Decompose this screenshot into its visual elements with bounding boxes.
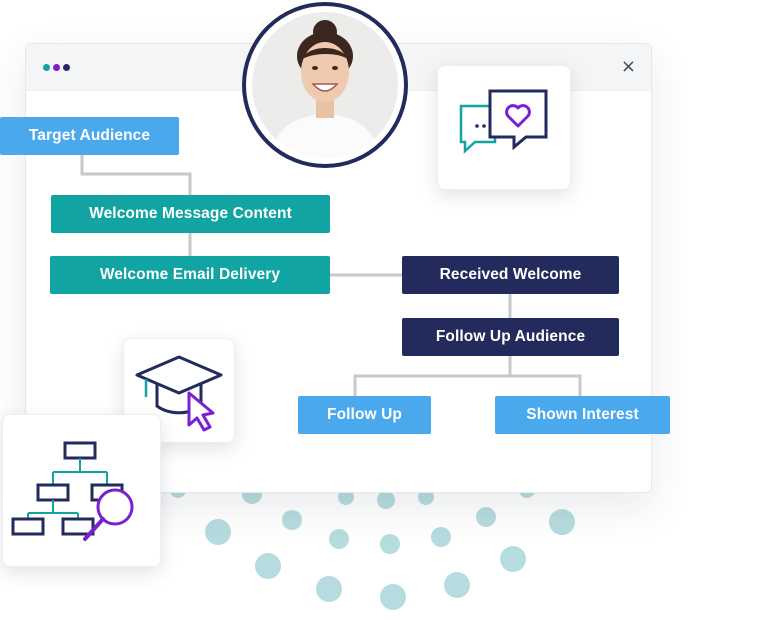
woman-portrait-icon xyxy=(252,12,398,158)
window-dot-purple xyxy=(53,64,60,71)
node-welcome-message-content[interactable]: Welcome Message Content xyxy=(51,195,330,233)
avatar xyxy=(242,2,408,168)
node-target-audience[interactable]: Target Audience xyxy=(0,117,179,155)
node-welcome-email-delivery[interactable]: Welcome Email Delivery xyxy=(50,256,330,294)
node-follow-up-audience[interactable]: Follow Up Audience xyxy=(402,318,619,356)
node-follow-up[interactable]: Follow Up xyxy=(298,396,431,434)
node-shown-interest[interactable]: Shown Interest xyxy=(495,396,670,434)
window-dot-teal xyxy=(43,64,50,71)
connector-branch xyxy=(353,374,582,397)
chat-bubbles-heart-icon xyxy=(459,89,548,154)
window-dot-navy xyxy=(63,64,70,71)
close-icon[interactable]: × xyxy=(620,56,636,77)
chat-card xyxy=(437,65,571,190)
graduation-cap-cursor-icon xyxy=(135,355,223,432)
node-received-welcome[interactable]: Received Welcome xyxy=(402,256,619,294)
connector-target-to-content xyxy=(80,155,192,196)
sitemap-search-icon xyxy=(11,441,134,541)
sitemap-card xyxy=(2,414,161,567)
